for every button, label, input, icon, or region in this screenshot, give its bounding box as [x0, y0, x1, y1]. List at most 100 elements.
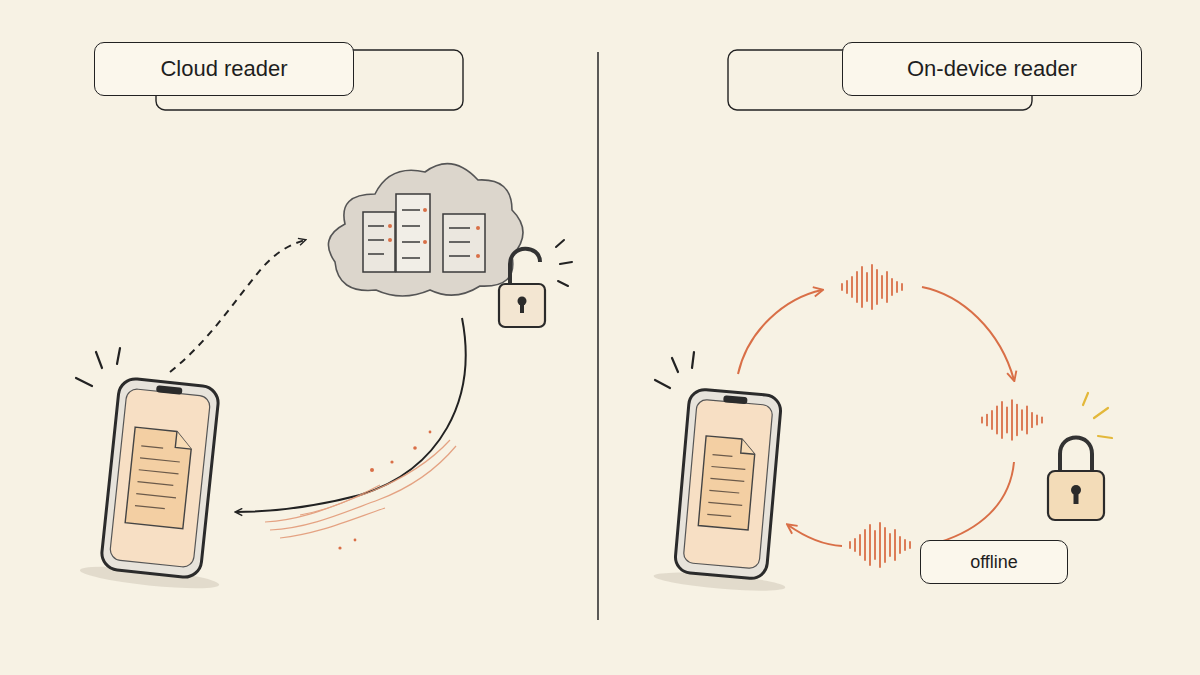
sound-wave	[884, 528, 886, 562]
sound-wave	[866, 273, 868, 301]
motion-marks	[692, 352, 694, 368]
phone	[100, 377, 220, 578]
server-towers	[423, 240, 427, 244]
server-towers	[368, 253, 384, 255]
sound-wave	[1031, 413, 1033, 427]
download-arrow	[236, 318, 466, 512]
sound-wave	[871, 265, 873, 309]
sound-wave	[1041, 417, 1043, 422]
closed-padlock	[1048, 471, 1104, 520]
phone	[139, 470, 179, 474]
sound-wave	[1021, 410, 1023, 430]
open-padlock	[558, 281, 568, 286]
server-towers	[363, 212, 395, 272]
phone	[709, 490, 739, 493]
phone	[711, 466, 745, 469]
phone	[683, 399, 773, 569]
sound-wave	[846, 281, 848, 293]
local-loop	[788, 525, 842, 546]
sound-wave	[981, 417, 983, 422]
server-towers	[368, 239, 384, 241]
data-dots	[390, 460, 393, 463]
sound-wave	[889, 534, 891, 556]
motion-marks	[117, 348, 120, 364]
phone	[140, 458, 180, 462]
phone	[109, 388, 211, 568]
local-loop	[738, 287, 1014, 546]
data-dots	[338, 431, 431, 550]
phone	[137, 482, 173, 486]
closed-padlock	[1060, 438, 1092, 473]
phone	[723, 395, 748, 404]
sound-wave	[854, 539, 856, 551]
phone	[653, 387, 802, 595]
server-towers	[396, 194, 430, 272]
data-dots	[429, 431, 432, 434]
server-towers	[449, 255, 470, 257]
label-text: offline	[970, 552, 1018, 573]
phone	[136, 494, 176, 498]
sound-wave	[879, 523, 881, 567]
data-stream	[270, 446, 456, 530]
server-towers	[388, 238, 392, 242]
server-towers	[388, 224, 392, 228]
cloud	[328, 164, 523, 296]
sound-wave	[864, 530, 866, 560]
sound-wave	[904, 540, 906, 550]
server-towers	[402, 257, 420, 259]
upload-arrow	[170, 240, 305, 372]
server-towers	[443, 214, 485, 272]
data-stream	[300, 485, 380, 515]
sound-wave	[909, 542, 911, 548]
closed-padlock	[1048, 393, 1112, 520]
cloud	[328, 164, 523, 296]
sound-wave	[841, 284, 843, 290]
motion-marks	[76, 378, 92, 386]
sound-wave	[1006, 407, 1008, 432]
sound-wave	[876, 270, 878, 304]
closed-padlock	[1083, 393, 1112, 438]
open-padlock	[510, 249, 540, 284]
phone	[710, 478, 744, 481]
local-loop	[922, 287, 1014, 380]
sound-wave	[849, 542, 851, 548]
open-padlock	[556, 240, 564, 247]
sound-wave	[856, 272, 858, 302]
data-stream	[265, 440, 450, 522]
sound-wave	[861, 267, 863, 307]
data-dots	[354, 539, 357, 542]
sound-wave	[1016, 405, 1018, 436]
closed-padlock	[1094, 408, 1108, 418]
panel-title-box: Cloud reader	[94, 42, 354, 96]
sound-wave	[886, 272, 888, 302]
server-towers	[449, 241, 470, 243]
phone	[175, 432, 193, 450]
sound-wave	[881, 276, 883, 298]
server-towers	[402, 225, 420, 227]
server-towers	[476, 254, 480, 258]
phone	[707, 455, 746, 518]
data-dots	[338, 546, 341, 549]
phone	[156, 385, 183, 395]
panel-divider	[597, 52, 599, 620]
motion-marks	[96, 352, 102, 368]
motion-marks	[76, 348, 120, 386]
data-stream	[280, 508, 385, 538]
sound-wave	[891, 279, 893, 295]
phone	[741, 439, 756, 454]
server-towers	[363, 194, 485, 272]
phone	[698, 436, 756, 530]
sound-wave	[996, 407, 998, 434]
label-text: Cloud reader	[160, 56, 287, 81]
open-padlock	[499, 240, 572, 327]
server-towers	[388, 208, 480, 258]
label-text: On-device reader	[907, 56, 1077, 81]
sound-wave	[899, 537, 901, 553]
closed-padlock	[1083, 393, 1088, 405]
sound-wave	[991, 411, 993, 429]
phone	[708, 502, 742, 505]
sound-wave	[896, 282, 898, 292]
sound-wave	[1026, 407, 1028, 434]
